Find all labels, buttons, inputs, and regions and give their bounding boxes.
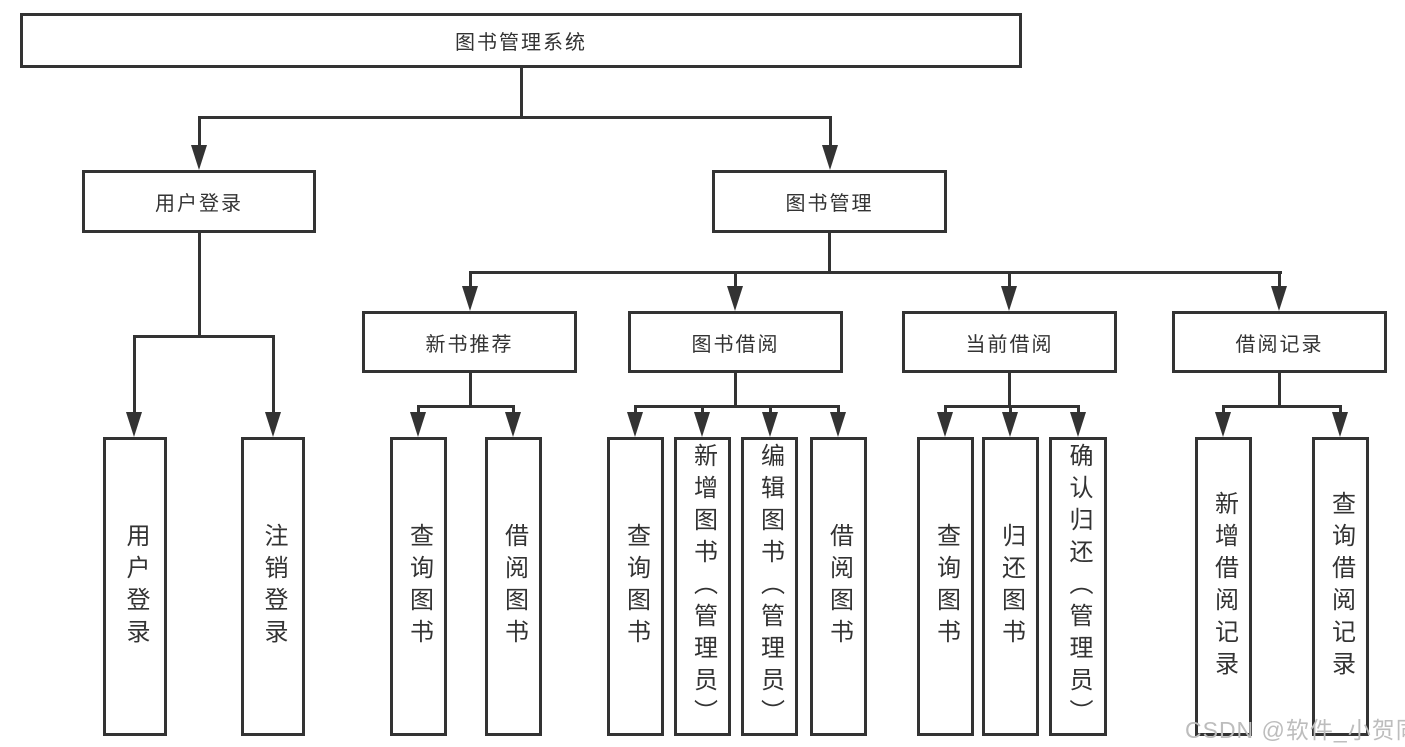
- arrow-down-icon: [937, 412, 953, 437]
- connector-book-mgmt-branch-3: [1008, 271, 1011, 286]
- node-library-system-label: 图书管理系统: [455, 32, 587, 54]
- arrow-down-icon: [1271, 286, 1287, 311]
- leaf-edit-books-admin-label: 编辑图书（管理员）: [756, 442, 784, 731]
- leaf-return-books-label: 归还图书: [997, 522, 1025, 651]
- connector-current-branch-1: [944, 405, 947, 412]
- arrow-down-icon: [1002, 412, 1018, 437]
- arrow-down-icon: [627, 412, 643, 437]
- connector-root-branch-right: [829, 116, 832, 145]
- leaf-borrow-books-borrow-label: 借阅图书: [825, 522, 853, 651]
- leaf-return-books: 归还图书: [982, 437, 1039, 736]
- connector-root-branch-left: [198, 116, 201, 145]
- arrow-down-icon: [265, 412, 281, 437]
- connector-borrow-bar: [634, 405, 840, 408]
- leaf-add-borrow-record: 新增借阅记录: [1195, 437, 1252, 736]
- node-borrow-records: 借阅记录: [1172, 311, 1387, 373]
- connector-recommend-branch-1: [417, 405, 420, 412]
- leaf-user-login: 用户登录: [103, 437, 167, 736]
- connector-records-bar: [1222, 405, 1342, 408]
- connector-borrow-stem: [734, 373, 737, 407]
- arrow-down-icon: [1215, 412, 1231, 437]
- leaf-borrow-books-recommend: 借阅图书: [485, 437, 542, 736]
- connector-recommend-branch-2: [512, 405, 515, 412]
- connector-borrow-branch-4: [837, 405, 840, 412]
- leaf-logout-label: 注销登录: [260, 522, 287, 651]
- node-borrow-records-label: 借阅记录: [1235, 333, 1324, 356]
- connector-borrow-branch-2: [701, 405, 704, 412]
- leaf-add-books-admin-label: 新增图书（管理员）: [689, 442, 717, 731]
- arrow-down-icon: [694, 412, 710, 437]
- leaf-query-books-borrow: 查询图书: [607, 437, 664, 736]
- leaf-add-books-admin: 新增图书（管理员）: [674, 437, 731, 736]
- connector-user-login-branch-1: [133, 335, 136, 412]
- arrow-down-icon: [410, 412, 426, 437]
- arrow-down-icon: [126, 412, 142, 437]
- node-book-borrow-label: 图书借阅: [691, 333, 780, 356]
- arrow-down-icon: [505, 412, 521, 437]
- connector-recommend-stem: [469, 373, 472, 407]
- leaf-add-borrow-record-label: 新增借阅记录: [1210, 490, 1238, 683]
- node-book-management-label: 图书管理: [785, 193, 874, 215]
- node-new-book-recommend: 新书推荐: [362, 311, 577, 373]
- node-book-borrow: 图书借阅: [628, 311, 843, 373]
- connector-book-mgmt-branch-2: [734, 271, 737, 286]
- connector-book-mgmt-bar: [469, 271, 1282, 274]
- connector-root-stem: [520, 68, 523, 117]
- connector-current-branch-3: [1077, 405, 1080, 412]
- node-user-login-label: 用户登录: [155, 193, 243, 215]
- connector-root-bar: [198, 116, 832, 119]
- leaf-user-login-label: 用户登录: [122, 522, 149, 651]
- leaf-query-borrow-record: 查询借阅记录: [1312, 437, 1369, 736]
- arrow-down-icon: [191, 145, 207, 170]
- leaf-confirm-return-admin: 确认归还（管理员）: [1049, 437, 1107, 736]
- leaf-logout: 注销登录: [241, 437, 305, 736]
- leaf-query-borrow-record-label: 查询借阅记录: [1327, 490, 1355, 683]
- connector-current-stem: [1008, 373, 1011, 407]
- csdn-watermark: CSDN @软件_小贺同学: [1185, 717, 1405, 743]
- connector-book-mgmt-stem: [828, 233, 831, 273]
- node-user-login: 用户登录: [82, 170, 316, 233]
- arrow-down-icon: [762, 412, 778, 437]
- arrow-down-icon: [1001, 286, 1017, 311]
- connector-current-bar: [944, 405, 1080, 408]
- connector-user-login-branch-2: [272, 335, 275, 412]
- arrow-down-icon: [727, 286, 743, 311]
- arrow-down-icon: [822, 145, 838, 170]
- leaf-edit-books-admin: 编辑图书（管理员）: [741, 437, 798, 736]
- node-new-book-recommend-label: 新书推荐: [425, 333, 514, 356]
- connector-records-branch-1: [1222, 405, 1225, 412]
- connector-recommend-bar: [417, 405, 515, 408]
- connector-borrow-branch-1: [634, 405, 637, 412]
- leaf-query-books-borrow-label: 查询图书: [622, 522, 650, 651]
- arrow-down-icon: [830, 412, 846, 437]
- arrow-down-icon: [1070, 412, 1086, 437]
- node-library-system: 图书管理系统: [20, 13, 1022, 68]
- arrow-down-icon: [1332, 412, 1348, 437]
- connector-user-login-bar: [133, 335, 275, 338]
- connector-borrow-branch-3: [769, 405, 772, 412]
- leaf-borrow-books-borrow: 借阅图书: [810, 437, 867, 736]
- connector-records-stem: [1278, 373, 1281, 407]
- connector-book-mgmt-branch-4: [1278, 271, 1281, 286]
- arrow-down-icon: [462, 286, 478, 311]
- node-current-borrow: 当前借阅: [902, 311, 1117, 373]
- connector-user-login-stem: [198, 233, 201, 337]
- leaf-query-books-recommend-label: 查询图书: [405, 522, 433, 651]
- connector-records-branch-2: [1339, 405, 1342, 412]
- connector-current-branch-2: [1009, 405, 1012, 412]
- leaf-query-books-current-label: 查询图书: [932, 522, 960, 651]
- connector-book-mgmt-branch-1: [469, 271, 472, 286]
- leaf-query-books-current: 查询图书: [917, 437, 974, 736]
- node-current-borrow-label: 当前借阅: [965, 333, 1054, 356]
- leaf-query-books-recommend: 查询图书: [390, 437, 447, 736]
- node-book-management: 图书管理: [712, 170, 947, 233]
- leaf-confirm-return-admin-label: 确认归还（管理员）: [1065, 442, 1092, 731]
- leaf-borrow-books-recommend-label: 借阅图书: [500, 522, 528, 651]
